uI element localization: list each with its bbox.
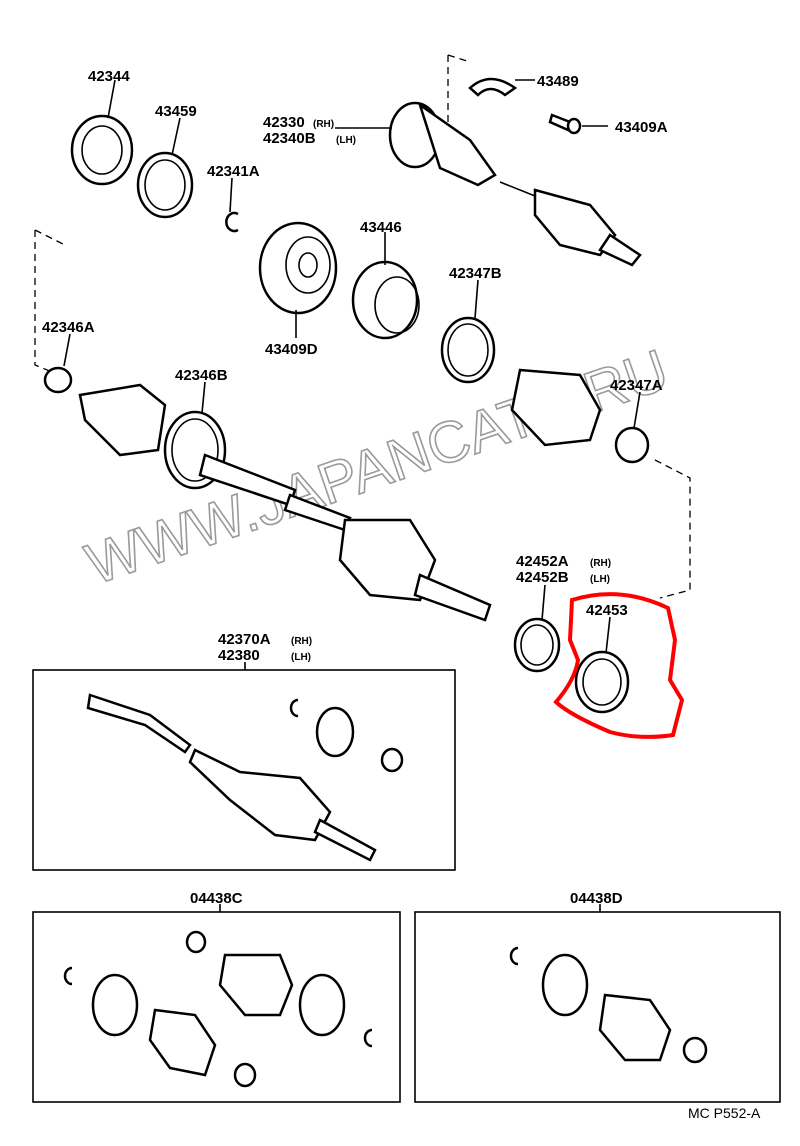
label-42340B: 42340B bbox=[263, 130, 316, 147]
label-42380: 42380 bbox=[218, 647, 260, 664]
label-04438C: 04438C bbox=[190, 890, 243, 907]
part-43489-bracket[interactable] bbox=[468, 77, 535, 97]
part-42347A-clamp[interactable] bbox=[614, 391, 650, 464]
label-04438D: 04438D bbox=[570, 890, 623, 907]
part-42452-dust-seal[interactable] bbox=[513, 584, 561, 673]
kit-box-04438C bbox=[32, 911, 401, 1103]
guide-lines bbox=[34, 54, 691, 599]
outer-boot[interactable] bbox=[510, 368, 602, 447]
part-42453-seal-highlighted[interactable] bbox=[553, 592, 685, 739]
label-42347A: 42347A bbox=[610, 377, 663, 394]
part-42347B-clamp[interactable] bbox=[440, 279, 496, 384]
label-42370A-side: (RH) bbox=[291, 636, 312, 647]
part-labels: 42344 43459 42341A 43489 42330 (RH) 4234… bbox=[42, 68, 761, 1121]
label-42453: 42453 bbox=[586, 602, 628, 619]
label-42370A: 42370A bbox=[218, 631, 271, 648]
label-42380-side: (LH) bbox=[291, 652, 311, 663]
label-42452A: 42452A bbox=[516, 553, 569, 570]
label-43446: 43446 bbox=[360, 219, 402, 236]
label-43409D: 43409D bbox=[265, 341, 318, 358]
label-43409A: 43409A bbox=[615, 119, 668, 136]
highlight-outline bbox=[553, 592, 685, 739]
label-42341A: 42341A bbox=[207, 163, 260, 180]
boot-kit-04438C[interactable] bbox=[63, 930, 373, 1088]
label-42346B: 42346B bbox=[175, 367, 228, 384]
label-42452B-side: (LH) bbox=[590, 574, 610, 585]
part-42346A-clamp[interactable] bbox=[43, 333, 73, 394]
boot-kit-04438D[interactable] bbox=[509, 946, 708, 1064]
part-42341A-clip[interactable] bbox=[225, 177, 239, 233]
label-42452B: 42452B bbox=[516, 569, 569, 586]
kit-box-42370A bbox=[32, 669, 456, 871]
label-42330-side: (RH) bbox=[313, 119, 334, 130]
part-42330-outboard-joint[interactable] bbox=[335, 101, 642, 267]
part-43409A-bolt[interactable] bbox=[548, 113, 608, 135]
label-43459: 43459 bbox=[155, 103, 197, 120]
shaft-assembly-42370A[interactable] bbox=[86, 693, 404, 862]
label-43489: 43489 bbox=[537, 73, 579, 90]
label-42346A: 42346A bbox=[42, 319, 95, 336]
part-43459-snap-ring[interactable] bbox=[136, 117, 194, 219]
diagram-code: MC P552-A bbox=[688, 1105, 761, 1121]
label-42330: 42330 bbox=[263, 114, 305, 131]
part-43446-bearing[interactable] bbox=[351, 232, 420, 340]
label-42452A-side: (RH) bbox=[590, 558, 611, 569]
label-42347B: 42347B bbox=[449, 265, 502, 282]
label-42340B-side: (LH) bbox=[336, 135, 356, 146]
inner-boot[interactable] bbox=[78, 383, 167, 457]
kit-box-04438D bbox=[414, 911, 781, 1103]
drive-shaft[interactable] bbox=[198, 453, 492, 622]
part-43409D-inner-race[interactable] bbox=[258, 221, 338, 338]
part-42344-joint-cage[interactable] bbox=[70, 79, 134, 186]
label-42344: 42344 bbox=[88, 68, 130, 85]
